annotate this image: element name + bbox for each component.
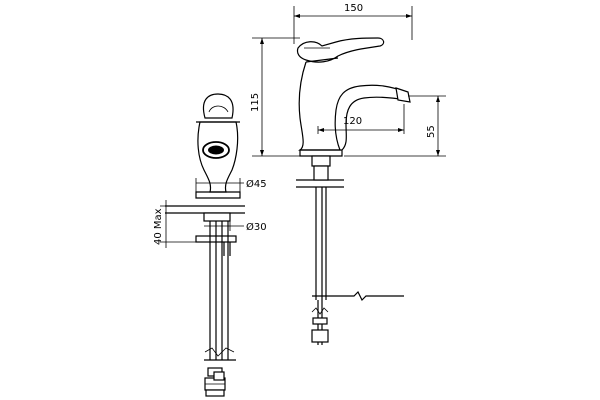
dim-max-deck: 40 Max [153,200,200,248]
front-aerator [202,141,230,159]
label-max-deck: 40 Max [153,208,164,245]
label-spout-reach: 120 [343,116,362,127]
dim-width-top: 150 [293,3,413,44]
front-body [197,121,239,193]
side-handle [296,37,385,63]
label-height-left: 115 [250,93,261,112]
dim-spout-reach: 120 [317,104,405,134]
side-base [299,149,343,157]
front-view [165,93,245,397]
label-width-top: 150 [344,3,363,14]
dim-spout-height: 55 [344,95,446,157]
side-view [296,37,411,345]
front-handle [202,93,234,119]
dim-deck-diameter: Ø45 [195,178,267,198]
side-body [298,61,407,151]
side-aerator [395,87,411,103]
dim-height-left: 115 [250,37,300,157]
front-base [195,191,241,199]
label-deck-diameter: Ø45 [246,178,267,190]
label-hole-diameter: Ø30 [246,221,267,233]
dim-hole-diameter: Ø30 [204,221,267,233]
label-spout-height: 55 [426,125,437,138]
side-break-line [312,290,404,302]
